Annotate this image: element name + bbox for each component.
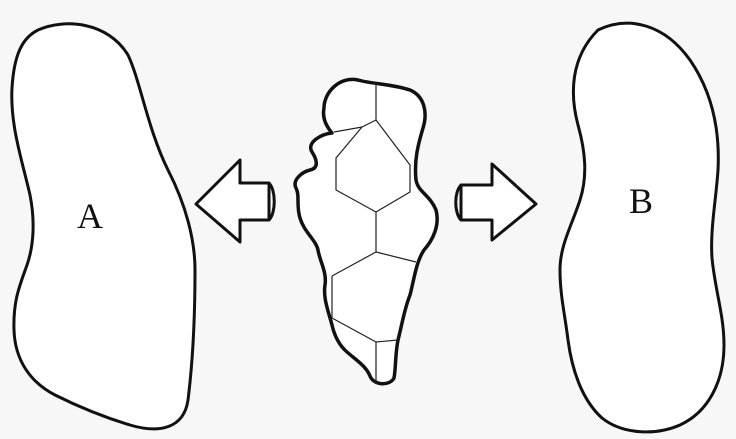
arrow-right-icon xyxy=(461,164,536,240)
shape-b-outline xyxy=(560,23,724,432)
shape-b-label: B xyxy=(629,183,653,219)
shape-a-label: A xyxy=(77,198,103,234)
arrow-left-icon xyxy=(196,160,269,242)
shape-a-outline xyxy=(12,24,195,429)
